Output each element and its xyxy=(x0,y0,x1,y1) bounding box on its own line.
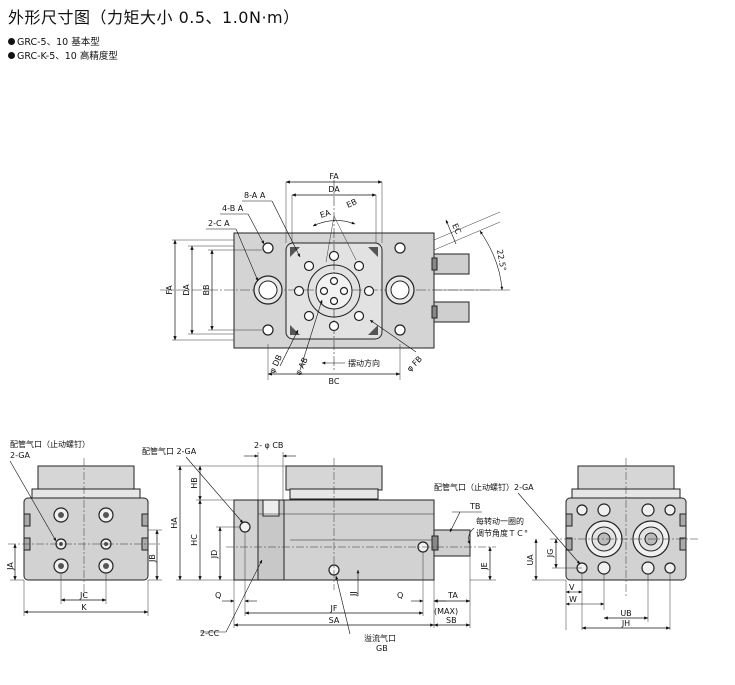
note-line2: 调节角度ＴＣ° xyxy=(476,528,528,538)
dim-je: JE xyxy=(480,562,489,570)
label-gb: GB xyxy=(376,644,388,653)
dim-hb: HB xyxy=(190,477,199,489)
label-rotation: 摆动方向 xyxy=(348,358,380,368)
dim-bc: BC xyxy=(329,377,340,386)
dim-da-h: DA xyxy=(328,185,340,194)
label-4ba: 4-B A xyxy=(222,204,244,213)
dim-jf: JF xyxy=(330,604,338,613)
dim-jb: JB xyxy=(148,554,157,563)
dim-ha: HA xyxy=(170,517,179,529)
label-2cb: 2- φ CB xyxy=(254,441,283,450)
right-view: 配管气口（止动螺钉）2-GA UA JG V W UB JH xyxy=(434,458,700,630)
dim-fa-v: FA xyxy=(165,285,174,295)
left-port-code: 2-GA xyxy=(10,451,30,460)
label-2ca: 2-C A xyxy=(208,219,230,228)
dim-bb: BB xyxy=(202,285,211,296)
front-view: 配管气口 2-GA 2- φ CB HB HA HC JD JJ JE xyxy=(142,441,528,653)
left-port-label: 配管气口（止动螺钉） xyxy=(10,439,90,449)
label-8aa: 8-A A xyxy=(244,191,266,200)
left-view-body xyxy=(23,497,149,581)
front-port-label: 配管气口 2-GA xyxy=(142,446,197,456)
dim-ua: UA xyxy=(526,554,535,566)
dim-q-left: Q xyxy=(215,591,221,600)
top-view-adjuster-1 xyxy=(433,253,470,275)
left-view: 配管气口（止动螺钉） 2-GA JA JB JC K xyxy=(6,439,162,616)
left-view-table xyxy=(37,465,135,491)
right-port-label: 配管气口（止动螺钉）2-GA xyxy=(434,482,534,492)
dim-ta: TA xyxy=(447,591,458,600)
label-drain: 溢流气口 xyxy=(364,633,396,643)
dim-jg: JG xyxy=(546,549,555,559)
dim-jh: JH xyxy=(621,619,630,628)
model-list: GRC-5、10 基本型 GRC-K-5、10 高精度型 xyxy=(8,36,118,64)
note-line1: 每转动一圈的 xyxy=(476,516,524,526)
model-item-precision: GRC-K-5、10 高精度型 xyxy=(8,50,118,64)
dim-hc: HC xyxy=(190,534,199,546)
dim-jj: JJ xyxy=(349,591,358,597)
dim-fa-h: FA xyxy=(329,172,339,181)
dim-k: K xyxy=(81,603,87,612)
dim-ea: EA xyxy=(319,208,332,220)
page-title: 外形尺寸图（力矩大小 0.5、1.0N·m） xyxy=(8,8,300,27)
front-view-adjuster xyxy=(433,529,471,557)
dim-v: V xyxy=(569,583,575,592)
dim-tb: TB xyxy=(469,502,480,511)
dim-ub: UB xyxy=(620,609,631,618)
dim-fb: φ FB xyxy=(405,354,424,373)
dim-q-right: Q xyxy=(397,591,403,600)
dim-sb: SB xyxy=(446,616,457,625)
dim-ja: JA xyxy=(6,562,15,571)
dim-max: (MAX) xyxy=(434,607,458,616)
bullet-icon xyxy=(8,38,15,45)
top-view: FA DA EA EB 8-A A 4-B A 2-C A EC 22.5° F… xyxy=(160,172,510,386)
dim-ec: EC xyxy=(450,222,463,236)
dim-jd: JD xyxy=(210,550,219,560)
dim-sa: SA xyxy=(329,616,340,625)
dim-w: W xyxy=(569,595,577,604)
dim-angle: 22.5° xyxy=(495,249,508,272)
dim-db: φ DB xyxy=(268,353,284,374)
dim-da-v: DA xyxy=(182,284,191,296)
top-view-adjuster-2 xyxy=(433,301,470,323)
dim-jc: JC xyxy=(79,591,88,600)
bullet-icon xyxy=(8,52,15,59)
dim-eb: EB xyxy=(345,197,358,210)
label-2cc: 2-CC xyxy=(200,629,220,638)
model-item-basic: GRC-5、10 基本型 xyxy=(8,36,118,50)
